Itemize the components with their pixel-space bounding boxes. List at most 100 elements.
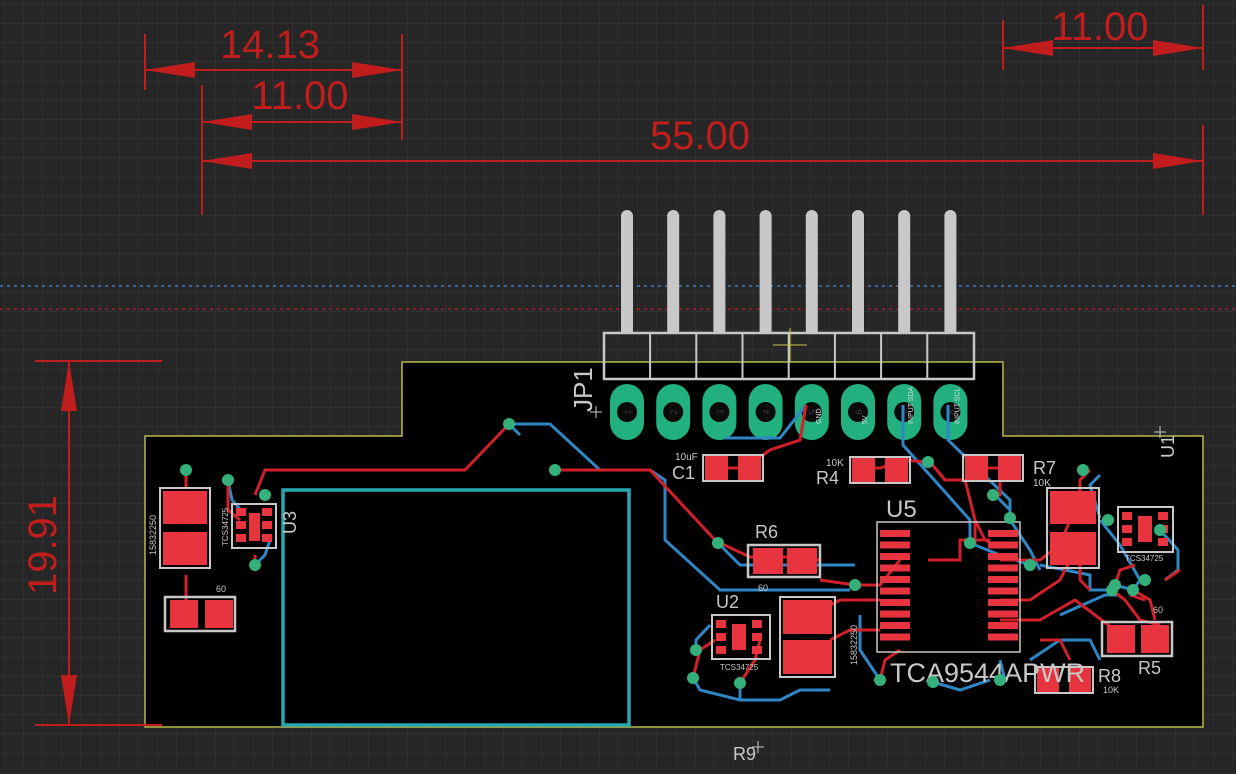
ic-u5[interactable]: U5 TCA9544APWR [876, 496, 1085, 688]
via[interactable] [687, 672, 699, 684]
right-res-value-label: 60 [1153, 605, 1163, 615]
u5-pad-left [880, 541, 910, 549]
header-pin-5[interactable] [805, 210, 818, 333]
sensor-u1[interactable]: U1 TCS34725 [1117, 435, 1178, 563]
dim-55-00-label: 55.00 [650, 114, 750, 158]
sensor-keepout-area[interactable] [281, 488, 631, 727]
header-pin-number: 8 [946, 409, 956, 414]
u5-pad-left [880, 622, 910, 629]
header-pad-1[interactable]: 1 [610, 384, 644, 440]
via[interactable] [734, 677, 746, 689]
resistor-r6[interactable]: R6 60 [746, 522, 822, 593]
inductor-middle[interactable]: 15832250 [779, 596, 859, 678]
u2-label: U2 [716, 592, 739, 612]
header-pin-7[interactable] [898, 210, 911, 333]
u5-pad-left [880, 599, 910, 606]
u5-pad-left [880, 610, 910, 618]
dimension-inner-width[interactable]: 11.00 [201, 74, 402, 215]
via[interactable] [927, 676, 939, 688]
u5-value-label: TCA9544APWR [890, 658, 1085, 688]
header-pin-2[interactable] [667, 210, 680, 333]
resistor-r7[interactable]: R7 10K [962, 454, 1056, 489]
via[interactable] [1102, 514, 1114, 526]
u5-pad-left [880, 553, 910, 560]
via[interactable] [1077, 464, 1089, 476]
header-pad-2[interactable]: 2 [656, 384, 691, 440]
header-pad-3[interactable]: 3 [702, 384, 737, 440]
u5-pad-left [880, 564, 910, 572]
u5-pad-right [988, 622, 1018, 629]
via[interactable] [994, 674, 1006, 686]
header-pad-4[interactable]: 4 [748, 384, 783, 440]
via[interactable] [849, 579, 861, 591]
header-pin-4[interactable] [759, 210, 772, 333]
header-pad-6[interactable]: 65V [841, 384, 875, 440]
via[interactable] [922, 456, 934, 468]
via[interactable] [1004, 512, 1016, 524]
via[interactable] [1024, 559, 1036, 571]
resistor-r4[interactable]: 10K R4 [816, 456, 911, 488]
r6-value-label: 60 [758, 583, 768, 593]
via[interactable] [503, 418, 515, 430]
dimension-top-width[interactable]: 14.13 [144, 23, 403, 140]
c1-value-label: 10uF [675, 452, 698, 463]
r5-label: R5 [1138, 658, 1161, 678]
dimension-right-width[interactable]: 11.00 [1002, 5, 1204, 70]
via[interactable] [549, 464, 561, 476]
u3-value-label: TCS34725 [221, 507, 230, 546]
board-outline [144, 361, 1204, 728]
header-pin-6[interactable] [852, 210, 864, 333]
header-pin-number: 1 [623, 409, 633, 414]
via[interactable] [987, 489, 999, 501]
u5-pad-left [880, 576, 910, 583]
header-pin-1[interactable] [621, 210, 633, 333]
via[interactable] [180, 464, 192, 476]
via[interactable] [259, 489, 271, 501]
via[interactable] [1127, 584, 1139, 596]
resistor-r5[interactable]: R5 60 [1100, 605, 1174, 678]
u5-pad-right [988, 587, 1018, 595]
vias[interactable] [180, 418, 1166, 689]
header-pin-number: 4 [762, 409, 772, 414]
via[interactable] [222, 474, 234, 486]
jp1-origin-cross [590, 406, 602, 418]
sensor-u3[interactable]: U3 TCS34725 [221, 503, 300, 549]
r8-value-label: 10K [1103, 685, 1119, 695]
sensor-u2[interactable]: U2 TCS34725 [711, 592, 771, 672]
resistor-left-60[interactable]: 60 [163, 584, 237, 633]
via[interactable] [1139, 574, 1151, 586]
resistor-r8[interactable]: R8 10K [1034, 666, 1121, 695]
via[interactable] [690, 644, 702, 656]
r7-value-label: 10K [1033, 478, 1051, 489]
dimension-height[interactable]: 19.91 [21, 360, 162, 726]
u5-pad-right [988, 599, 1018, 606]
via[interactable] [1109, 579, 1121, 591]
via[interactable] [1154, 524, 1166, 536]
via[interactable] [712, 537, 724, 549]
u1-origin-cross [1154, 426, 1166, 438]
u5-pad-right [988, 530, 1018, 537]
inductor-left[interactable]: 15832250 [148, 487, 211, 569]
via[interactable] [964, 537, 976, 549]
via[interactable] [249, 559, 261, 571]
dimension-total-width[interactable]: 55.00 [202, 114, 1204, 215]
header-pin-number: 3 [715, 409, 725, 414]
dim-19-91-label: 19.91 [21, 495, 65, 595]
u5-pad-right [988, 610, 1018, 618]
header-pin-3[interactable] [713, 210, 726, 333]
header-pin-signal: INPUT SDA [908, 386, 915, 424]
via[interactable] [874, 674, 886, 686]
header-pin-signal: INPUT SCL [954, 387, 961, 424]
inductor-right[interactable] [1046, 487, 1100, 569]
r9-origin-cross [752, 741, 764, 753]
header-pin-signal: 5V [862, 415, 869, 424]
r4-value-label: 10K [826, 458, 844, 469]
left-ind-value-label: 15832250 [148, 515, 158, 555]
u5-pad-left [880, 587, 910, 595]
capacitor-c1[interactable]: 10uF C1 [672, 452, 764, 483]
header-pin-8[interactable] [944, 210, 957, 333]
